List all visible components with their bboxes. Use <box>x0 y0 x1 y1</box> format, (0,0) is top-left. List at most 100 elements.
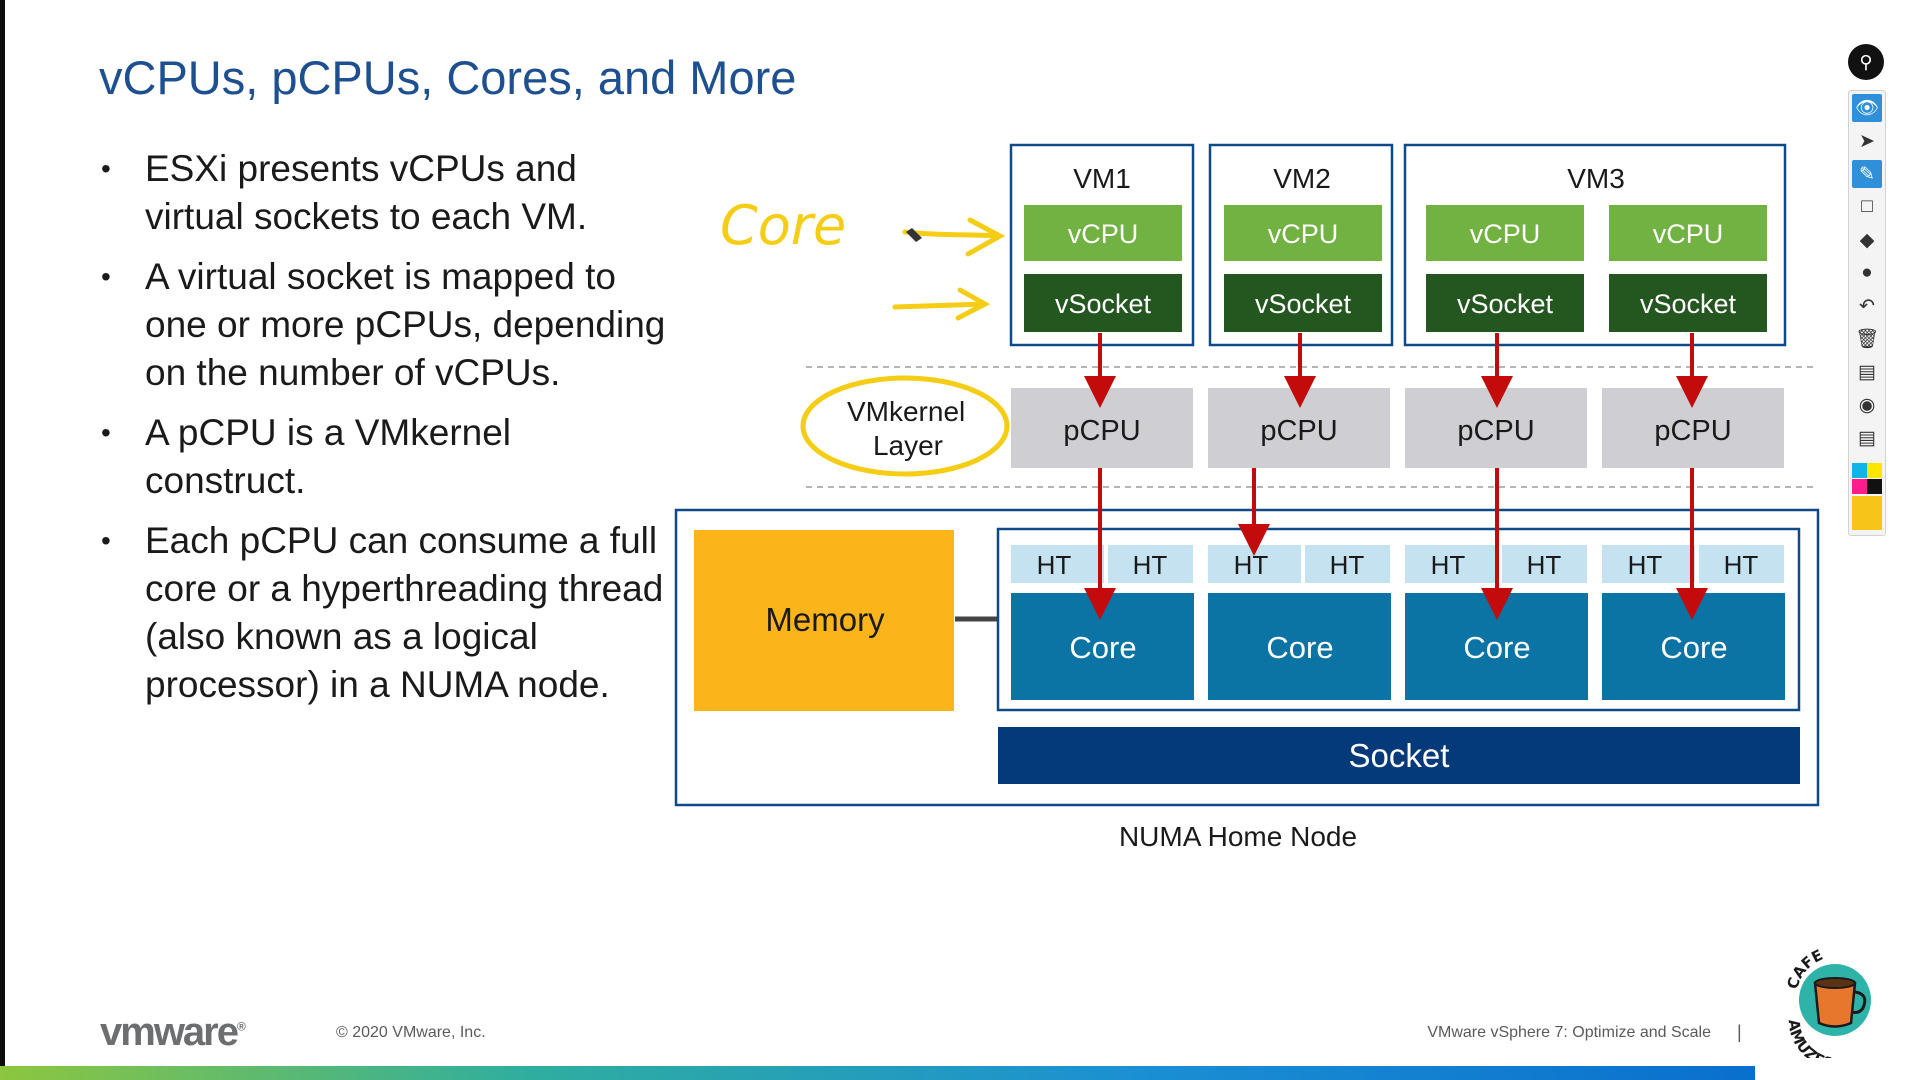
vmkernel-label: VMkernel Layer <box>847 396 973 461</box>
bullet-item: • ESXi presents vCPUs and virtual sockets… <box>96 145 676 241</box>
camera-icon[interactable]: ◉ <box>1858 394 1876 416</box>
bullet-item: • A pCPU is a VMkernel construct. <box>96 409 676 505</box>
vsocket-box <box>1426 274 1584 332</box>
undo-icon[interactable]: ↶ <box>1859 295 1875 317</box>
ht-label: HT <box>1037 550 1072 580</box>
vcpu-box <box>1224 205 1382 261</box>
ht-label: HT <box>1133 550 1168 580</box>
handwritten-circle <box>800 375 1010 477</box>
core-label: Core <box>1660 630 1727 665</box>
bullet-dot: • <box>101 525 111 556</box>
vcpu-box <box>1426 205 1584 261</box>
dot-icon[interactable]: ● <box>1861 262 1873 283</box>
core-label: Core <box>1266 630 1333 665</box>
ht-cell <box>1011 545 1104 583</box>
memory-box <box>694 530 954 711</box>
bullet-dot: • <box>101 153 111 184</box>
color-swatch-cyan[interactable] <box>1852 463 1867 478</box>
ht-cell <box>1602 545 1695 583</box>
bullet-text: A virtual socket is mapped to one or mor… <box>145 256 666 393</box>
vsocket-box <box>1224 274 1382 332</box>
vsocket-label: vSocket <box>1055 289 1152 319</box>
cup-handle <box>1851 990 1867 1014</box>
pen-cursor-icon <box>906 228 922 242</box>
numa-label: NUMA Home Node <box>1119 821 1357 852</box>
pcpu-label: pCPU <box>1063 415 1140 447</box>
vm3-label: VM3 <box>1567 163 1625 194</box>
course-title: VMware vSphere 7: Optimize and Scale <box>1427 1024 1711 1041</box>
vcpu-box <box>1024 205 1182 261</box>
left-edge-bar <box>0 0 5 1080</box>
handwritten-core-note: Core <box>720 194 846 257</box>
vmware-logo-text: vmware <box>100 1010 239 1054</box>
vm2-label: VM2 <box>1273 163 1331 194</box>
bullet-item: • Each pCPU can consume a full core or a … <box>96 517 676 709</box>
screen-icon[interactable]: ▤ <box>1858 361 1876 383</box>
vsocket-box <box>1609 274 1767 332</box>
vcpu-label: vCPU <box>1653 219 1724 249</box>
pcpu-label: pCPU <box>1654 415 1731 447</box>
vcpu-label: vCPU <box>1068 219 1139 249</box>
ht-label: HT <box>1628 550 1663 580</box>
vmware-logo: vmware® <box>100 1010 246 1055</box>
bullet-text: A pCPU is a VMkernel construct. <box>145 412 512 501</box>
color-swatch-yellow[interactable] <box>1867 463 1882 478</box>
eye-icon[interactable]: 👁 <box>1852 94 1882 122</box>
pcpu-label: pCPU <box>1457 415 1534 447</box>
trash-icon[interactable]: 🗑 <box>1854 329 1880 350</box>
ht-label: HT <box>1330 550 1365 580</box>
color-swatch-magenta[interactable] <box>1852 479 1867 494</box>
bullet-dot: • <box>101 261 111 292</box>
ht-label: HT <box>1527 550 1562 580</box>
color-swatch-current[interactable] <box>1852 496 1882 530</box>
bullet-item: • A virtual socket is mapped to one or mo… <box>96 253 676 397</box>
core-box <box>1208 593 1391 700</box>
vm1-label: VM1 <box>1073 163 1131 194</box>
ht-label: HT <box>1234 550 1269 580</box>
vsocket-label: vSocket <box>1640 289 1737 319</box>
core-label: Core <box>1463 630 1530 665</box>
ht-cell <box>1699 545 1784 583</box>
bullet-text: Each pCPU can consume a full core or a h… <box>145 520 664 705</box>
vcpu-box <box>1609 205 1767 261</box>
vmkernel-label-line1: VMkernel <box>847 396 965 427</box>
socket-box <box>998 727 1800 784</box>
core-label: Core <box>1069 630 1136 665</box>
bullet-dot: • <box>101 417 111 448</box>
registered-mark: ® <box>236 1019 246 1034</box>
ht-cell <box>1405 545 1498 583</box>
vsocket-label: vSocket <box>1457 289 1554 319</box>
pin-icon[interactable]: ⚲ <box>1848 44 1884 80</box>
annotation-toolbar: 👁 ➤ ✎ □ ◆ ● ↶ 🗑 ▤ ◉ ▤ <box>1848 90 1886 536</box>
copyright-text: © 2020 VMware, Inc. <box>336 1024 486 1041</box>
bullet-text: ESXi presents vCPUs and virtual sockets … <box>145 148 588 237</box>
bullet-list: • ESXi presents vCPUs and virtual sockets… <box>96 145 676 721</box>
color-swatch-black[interactable] <box>1867 479 1882 494</box>
memory-label: Memory <box>765 601 885 638</box>
cafe-amuzesh-badge: CAFE AMUZESH <box>1783 946 1871 1058</box>
vcpu-label: vCPU <box>1268 219 1339 249</box>
pen-icon[interactable]: ✎ <box>1852 160 1882 188</box>
ht-cell <box>1502 545 1587 583</box>
ht-label: HT <box>1431 550 1466 580</box>
clipboard-icon[interactable]: ▤ <box>1858 427 1876 449</box>
page-title: vCPUs, pCPUs, Cores, and More <box>99 51 797 104</box>
vsocket-box <box>1024 274 1182 332</box>
ht-cell <box>1108 545 1193 583</box>
socket-label: Socket <box>1349 737 1450 774</box>
pointer-icon[interactable]: ➤ <box>1859 130 1875 152</box>
ht-cell <box>1305 545 1390 583</box>
vsocket-label: vSocket <box>1255 289 1352 319</box>
eraser-icon[interactable]: ◆ <box>1859 229 1875 251</box>
ht-label: HT <box>1724 550 1759 580</box>
footer-separator: | <box>1737 1022 1742 1042</box>
rectangle-icon[interactable]: □ <box>1861 196 1873 217</box>
bottom-gradient-bar <box>0 1066 1755 1080</box>
vcpu-label: vCPU <box>1470 219 1541 249</box>
coffee-surface <box>1814 977 1856 989</box>
handwritten-arrow <box>892 287 991 321</box>
coffee-cup-icon <box>1813 981 1857 1028</box>
pcpu-label: pCPU <box>1260 415 1337 447</box>
vmkernel-label-line2: Layer <box>873 430 943 461</box>
